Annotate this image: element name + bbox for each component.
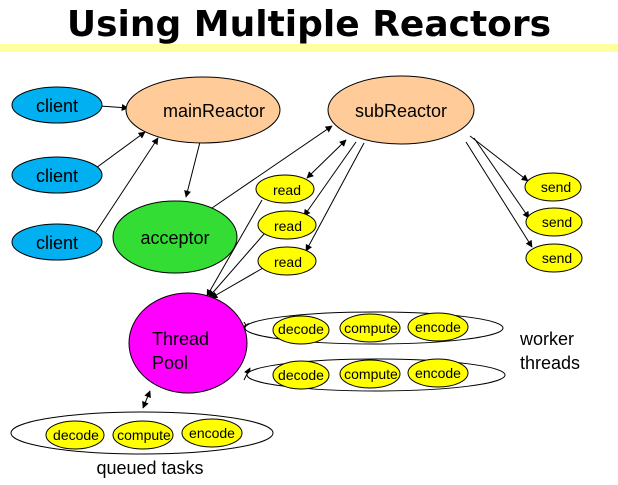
- client-node-1: client: [11, 86, 103, 124]
- arrow-read3-pool: [210, 267, 264, 299]
- send-node-2: send: [525, 207, 583, 237]
- worker-2-task-decode: decode: [278, 367, 324, 383]
- arrow-sub-read2: [303, 141, 357, 217]
- client-node-2: client: [11, 156, 103, 194]
- queued-tasks-label: queued tasks: [96, 458, 203, 478]
- arrow-sub-send2: [473, 137, 530, 219]
- client-1-label: client: [36, 96, 78, 116]
- arrow-sub-read1: [306, 139, 347, 179]
- thread-pool-label-line1: Thread: [152, 329, 209, 349]
- arrow-read2-pool: [208, 233, 265, 298]
- arrow-sub-read3: [305, 142, 365, 252]
- worker-thread-row-2: decode compute encode: [246, 358, 506, 392]
- read-node-3: read: [257, 246, 317, 276]
- queued-tasks-row: decode compute encode: [10, 411, 274, 455]
- thread-pool-node: Thread Pool: [128, 292, 248, 394]
- arrow-pool-queue: [142, 390, 151, 409]
- arrow-sub-send3: [465, 141, 533, 248]
- arrow-client3-main: [95, 137, 159, 233]
- worker-thread-row-1: decode compute encode: [244, 311, 504, 345]
- main-reactor-label: mainReactor: [163, 101, 265, 121]
- send-node-3: send: [525, 243, 583, 273]
- acceptor-node: acceptor: [112, 200, 238, 274]
- page-title: Using Multiple Reactors: [66, 4, 552, 45]
- client-node-3: client: [11, 223, 103, 261]
- send-node-1: send: [524, 172, 582, 202]
- worker-2-task-compute: compute: [344, 366, 398, 382]
- read-2-label: read: [274, 218, 302, 234]
- read-node-2: read: [257, 210, 317, 240]
- connectors: [95, 104, 533, 409]
- arrow-main-acceptor: [184, 141, 201, 198]
- read-1-label: read: [273, 182, 301, 198]
- send-2-label: send: [542, 214, 572, 230]
- client-3-label: client: [36, 233, 78, 253]
- title-underline-bar: [0, 44, 618, 52]
- worker-threads-label-line1: worker: [519, 329, 574, 349]
- client-2-label: client: [36, 166, 78, 186]
- sub-reactor-label: subReactor: [355, 101, 447, 121]
- read-node-1: read: [255, 174, 315, 204]
- send-3-label: send: [542, 250, 572, 266]
- queued-task-encode: encode: [189, 425, 235, 441]
- read-3-label: read: [274, 254, 302, 270]
- acceptor-label: acceptor: [140, 228, 209, 248]
- thread-pool-label-line2: Pool: [152, 353, 188, 373]
- queued-task-compute: compute: [117, 427, 171, 443]
- arrow-client2-main: [95, 131, 146, 169]
- arrow-sub-send1: [469, 135, 529, 182]
- worker-1-task-decode: decode: [278, 321, 324, 337]
- main-reactor-node: mainReactor: [125, 76, 281, 144]
- worker-2-task-encode: encode: [415, 365, 461, 381]
- worker-threads-label-line2: threads: [520, 353, 580, 373]
- sub-reactor-node: subReactor: [327, 75, 475, 145]
- worker-1-task-compute: compute: [344, 320, 398, 336]
- send-1-label: send: [541, 179, 571, 195]
- worker-1-task-encode: encode: [415, 319, 461, 335]
- queued-task-decode: decode: [53, 427, 99, 443]
- arrow-client1-main: [99, 104, 129, 112]
